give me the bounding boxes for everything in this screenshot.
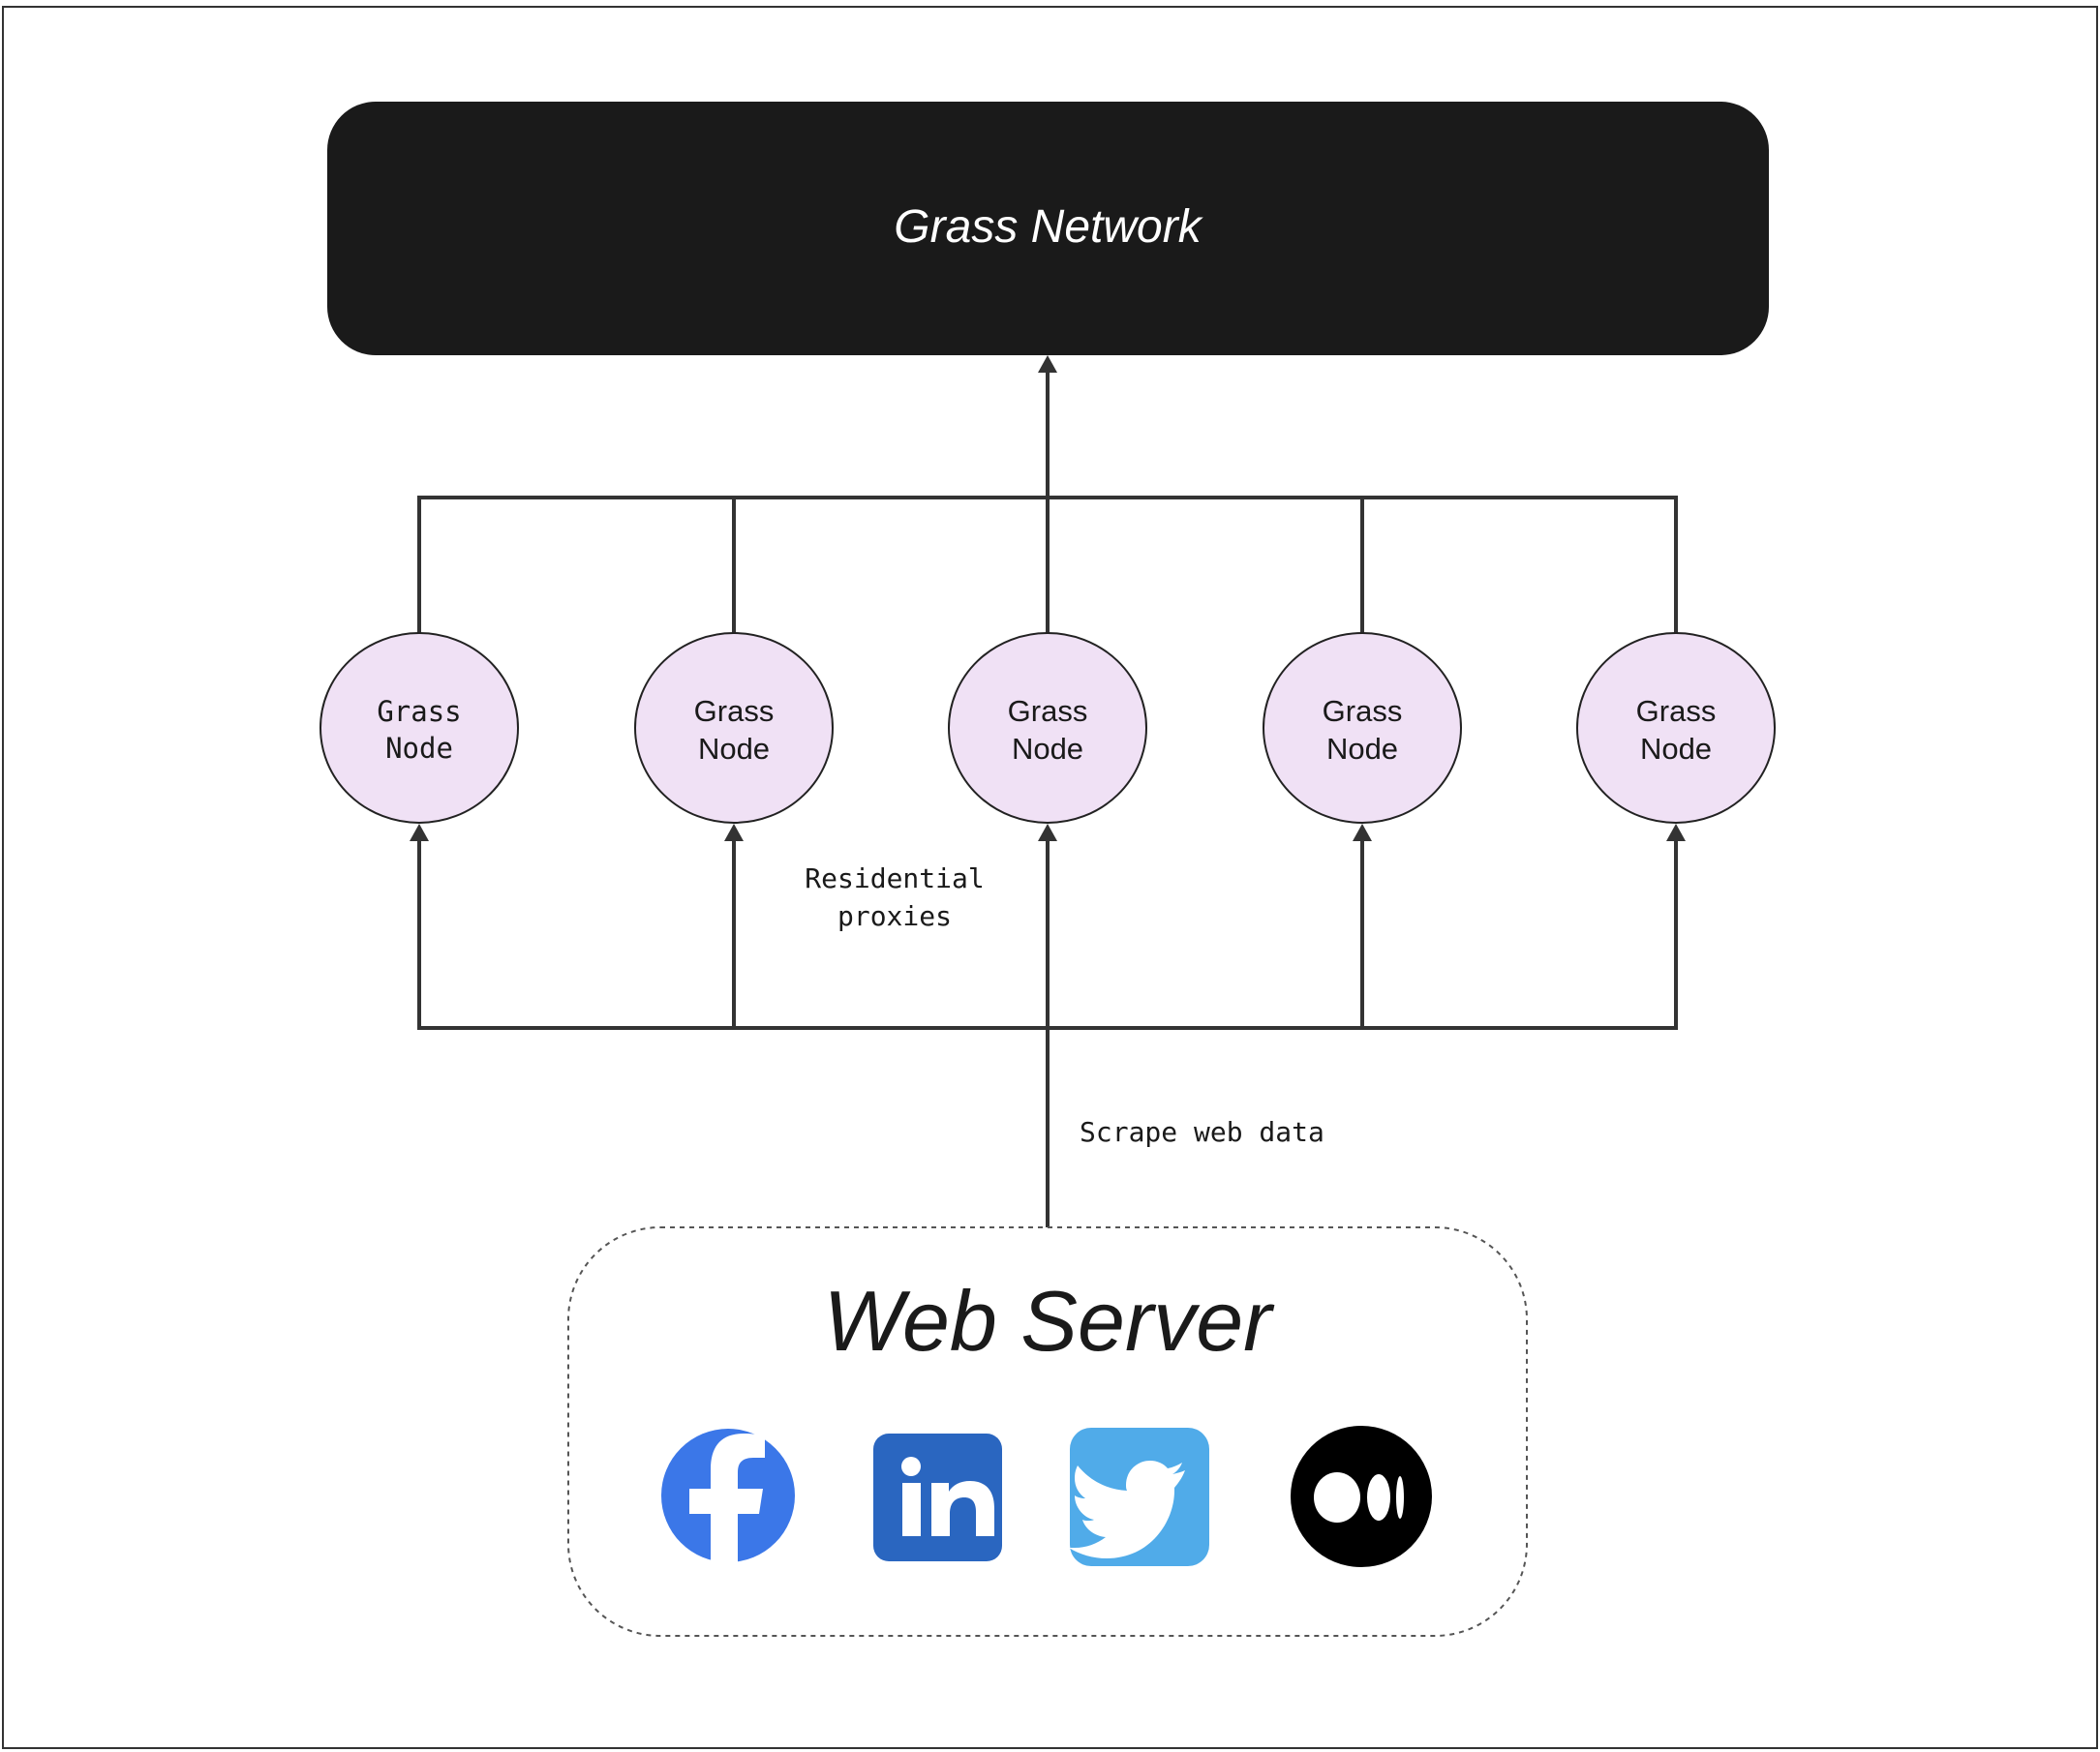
proxies-label-line1: Residential bbox=[805, 862, 984, 894]
node-circle bbox=[1576, 632, 1776, 824]
facebook-icon bbox=[661, 1429, 795, 1562]
node-label-line1: Grass bbox=[1636, 694, 1717, 728]
grass-node-2: Grass Node bbox=[634, 632, 834, 824]
grass-network-box: Grass Network bbox=[327, 102, 1769, 355]
node-label-line2: Node bbox=[385, 732, 453, 765]
node-label-line2: Node bbox=[1012, 732, 1083, 766]
node-label-line1: Grass bbox=[694, 694, 775, 728]
node-circle bbox=[948, 632, 1147, 824]
twitter-icon bbox=[1069, 1428, 1209, 1566]
arrow-to-node-2 bbox=[724, 824, 744, 841]
grass-node-4: Grass Node bbox=[1263, 632, 1462, 824]
arrow-to-node-3 bbox=[1038, 824, 1057, 841]
web-server-title: Web Server bbox=[824, 1273, 1276, 1369]
node-label-line2: Node bbox=[698, 732, 770, 766]
scrape-label: Scrape web data bbox=[1080, 1116, 1324, 1148]
arrow-to-network bbox=[1038, 355, 1057, 373]
grass-node-1: Grass Node bbox=[320, 632, 519, 824]
node-label-line1: Grass bbox=[377, 695, 461, 728]
network-box-bg bbox=[327, 102, 1769, 355]
lower-connectors bbox=[410, 824, 1686, 1229]
medium-icon bbox=[1291, 1426, 1432, 1567]
proxies-label-line2: proxies bbox=[837, 900, 952, 932]
node-label-line1: Grass bbox=[1323, 694, 1403, 728]
web-server-box: Web Server bbox=[567, 1226, 1528, 1637]
linkedin-icon bbox=[873, 1434, 1002, 1561]
arrow-to-node-5 bbox=[1666, 824, 1686, 841]
node-circle bbox=[634, 632, 834, 824]
web-server-border bbox=[567, 1226, 1528, 1637]
upper-connectors bbox=[417, 355, 1678, 635]
arrow-to-node-4 bbox=[1353, 824, 1372, 841]
network-title: Grass Network bbox=[894, 201, 1203, 253]
node-circle bbox=[1263, 632, 1462, 824]
node-circle bbox=[320, 632, 519, 824]
grass-node-5: Grass Node bbox=[1576, 632, 1776, 824]
arrow-to-node-1 bbox=[410, 824, 429, 841]
node-label-line2: Node bbox=[1326, 732, 1398, 766]
grass-node-3: Grass Node bbox=[948, 632, 1147, 824]
node-label-line1: Grass bbox=[1008, 694, 1088, 728]
node-label-line2: Node bbox=[1640, 732, 1712, 766]
